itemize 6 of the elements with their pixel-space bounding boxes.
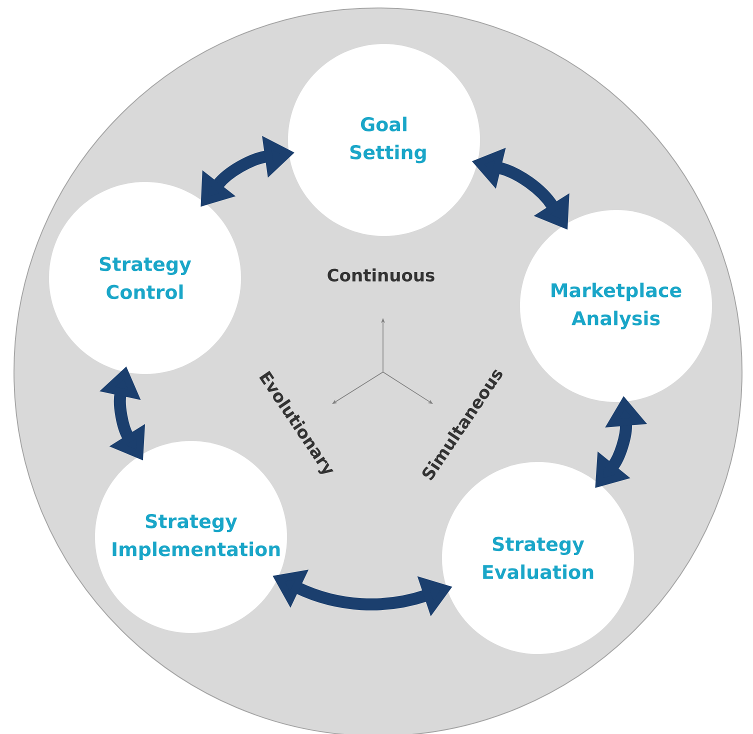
circle-node: Marketplace Analysis: [520, 210, 712, 402]
circle-node: Strategy Evaluation: [442, 462, 634, 654]
circle-node: Goal Setting: [288, 44, 480, 236]
circle-node: Strategy Control: [49, 182, 241, 374]
circle-node: Strategy Implementation: [95, 441, 287, 633]
label: Continuous: [328, 268, 434, 282]
